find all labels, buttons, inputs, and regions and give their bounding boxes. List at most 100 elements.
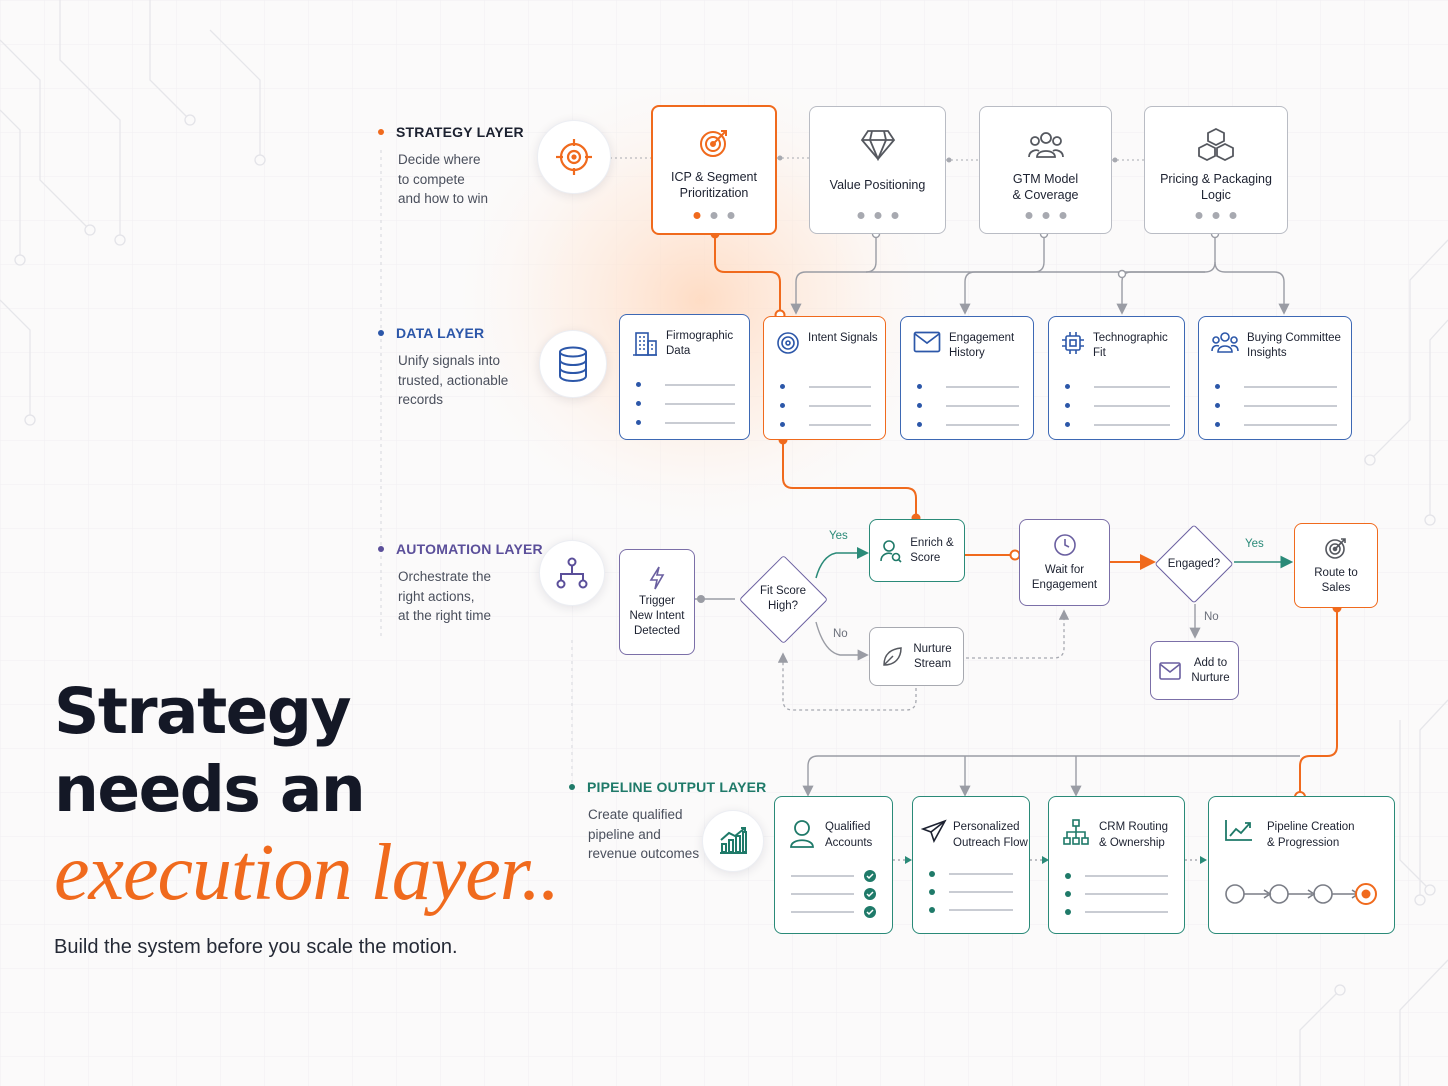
no-label: No: [1204, 611, 1219, 623]
data-layer-heading: DATA LAYER: [378, 325, 484, 341]
pipeline-layer-desc: Create qualified pipeline and revenue ou…: [588, 807, 700, 861]
lightning-icon: [649, 566, 665, 589]
data-card-title: Engagement History: [949, 332, 1015, 359]
progress-dots: [1025, 212, 1066, 219]
pipeline-card-title: CRM Routing & Ownership: [1099, 821, 1169, 849]
user-search-icon: [880, 539, 902, 563]
pipeline-card-title: Qualified Accounts: [825, 821, 873, 849]
group-icon: [1211, 332, 1239, 353]
route-label: Route to Sales: [1314, 566, 1358, 594]
headline-line-1: Strategy: [54, 675, 352, 748]
automation-layer-heading: AUTOMATION LAYER: [378, 541, 543, 557]
data-card-title: Technographic Fit: [1093, 332, 1168, 359]
checklist: [791, 867, 876, 921]
data-layer-label: DATA LAYER: [396, 325, 485, 341]
yes-label: Yes: [1245, 538, 1264, 550]
pipeline-card-title: Personalized Outreach Flow: [953, 821, 1028, 849]
data-card-buying-committee[interactable]: Buying Committee Insights: [1198, 316, 1352, 440]
pipeline-layer-heading: PIPELINE OUTPUT LAYER: [569, 779, 767, 795]
check-icon: [864, 870, 876, 882]
headline-line-3: execution layer..: [54, 829, 560, 917]
trend-up-icon: [1225, 820, 1252, 841]
team-icon: [1027, 132, 1064, 158]
strategy-card-icp[interactable]: ICP & Segment Prioritization: [651, 105, 777, 235]
trigger-node[interactable]: Trigger New Intent Detected: [619, 549, 695, 655]
record-lines: [1065, 867, 1168, 921]
data-card-title: Buying Committee Insights: [1247, 332, 1341, 359]
strategy-card-pricing[interactable]: Pricing & Packaging Logic: [1144, 106, 1288, 234]
data-layer-desc: Unify signals into trusted, actionable r…: [398, 353, 509, 407]
nurture-stream-label: Nurture Stream: [913, 642, 952, 670]
strategy-layer-dot: [378, 129, 384, 135]
clock-icon: [1053, 533, 1076, 556]
automation-layer-label: AUTOMATION LAYER: [396, 541, 543, 557]
check-icon: [864, 906, 876, 918]
enrich-label: Enrich & Score: [910, 536, 954, 564]
headline-subtitle: Build the system before you scale the mo…: [54, 936, 458, 958]
paper-plane-icon: [921, 819, 947, 843]
data-card-engagement[interactable]: Engagement History: [900, 316, 1034, 440]
strategy-card-title: GTM Model & Coverage: [1012, 172, 1079, 202]
pipeline-layer-label: PIPELINE OUTPUT LAYER: [587, 779, 767, 795]
strategy-card-title: ICP & Segment Prioritization: [671, 170, 757, 200]
wait-engagement-node[interactable]: Wait for Engagement: [1019, 519, 1110, 606]
record-lines: [636, 375, 735, 432]
record-lines: [929, 865, 1013, 919]
pipeline-card-crm[interactable]: CRM Routing & Ownership: [1048, 796, 1185, 934]
enrich-score-node[interactable]: Enrich & Score: [869, 519, 965, 582]
record-lines: [1065, 377, 1170, 434]
cubes-icon: [1198, 127, 1234, 162]
trigger-label: Trigger New Intent Detected: [629, 594, 685, 637]
automation-layer-dot: [378, 546, 384, 552]
automation-layer-desc: Orchestrate the right actions, at the ri…: [398, 569, 492, 623]
data-card-title: Intent Signals: [808, 332, 878, 344]
leaf-icon: [883, 646, 903, 666]
strategy-card-value[interactable]: Value Positioning: [809, 106, 946, 234]
database-icon: [539, 330, 607, 398]
strategy-card-title: Value Positioning: [829, 178, 926, 192]
chip-icon: [1062, 332, 1084, 354]
stage-progression-track: [1225, 883, 1377, 905]
check-icon: [864, 888, 876, 900]
record-lines: [1215, 377, 1337, 434]
target-icon: [700, 130, 727, 157]
mail-icon: [913, 331, 941, 353]
org-chart-icon: [1063, 819, 1089, 845]
add-to-nurture-node[interactable]: Add to Nurture: [1150, 641, 1239, 700]
strategy-card-title: Pricing & Packaging Logic: [1160, 172, 1272, 202]
building-icon: [633, 332, 657, 356]
route-to-sales-node[interactable]: Route to Sales: [1294, 523, 1378, 608]
strategy-card-gtm[interactable]: GTM Model & Coverage: [979, 106, 1112, 234]
diamond-icon: [860, 130, 895, 161]
data-card-technographic[interactable]: Technographic Fit: [1048, 316, 1185, 440]
fit-score-label: Fit Score High?: [759, 585, 806, 612]
record-lines: [780, 377, 871, 434]
nurture-stream-node[interactable]: Nurture Stream: [869, 627, 964, 686]
data-card-title: Firmographic Data: [666, 330, 734, 357]
pipeline-card-outreach[interactable]: Personalized Outreach Flow: [912, 796, 1030, 934]
data-card-intent[interactable]: Intent Signals: [763, 316, 886, 440]
wait-label: Wait for Engagement: [1031, 563, 1098, 591]
engaged-label: Engaged?: [1167, 558, 1221, 570]
strategy-layer-label: STRATEGY LAYER: [396, 124, 524, 140]
workflow-icon: [539, 540, 605, 606]
mail-icon: [1159, 661, 1182, 680]
pipeline-card-qualified[interactable]: Qualified Accounts: [774, 796, 893, 934]
target-icon: [537, 120, 611, 194]
user-icon: [790, 820, 814, 848]
strategy-layer-desc: Decide where to compete and how to win: [398, 152, 489, 206]
data-layer-dot: [378, 330, 384, 336]
yes-label: Yes: [829, 530, 848, 542]
data-card-firmographic[interactable]: Firmographic Data: [619, 314, 750, 440]
pipeline-layer-dot: [569, 784, 575, 790]
progress-dots: [1195, 212, 1237, 219]
strategy-layer-heading: STRATEGY LAYER: [378, 124, 524, 140]
progress-dots: [857, 212, 898, 219]
growth-chart-icon: [702, 810, 764, 872]
signal-icon: [777, 332, 799, 354]
pipeline-card-progression[interactable]: Pipeline Creation & Progression: [1208, 796, 1395, 934]
pipeline-card-title: Pipeline Creation & Progression: [1267, 821, 1355, 849]
record-lines: [917, 377, 1019, 434]
add-nurture-label: Add to Nurture: [1191, 656, 1230, 684]
target-icon: [1325, 537, 1346, 559]
